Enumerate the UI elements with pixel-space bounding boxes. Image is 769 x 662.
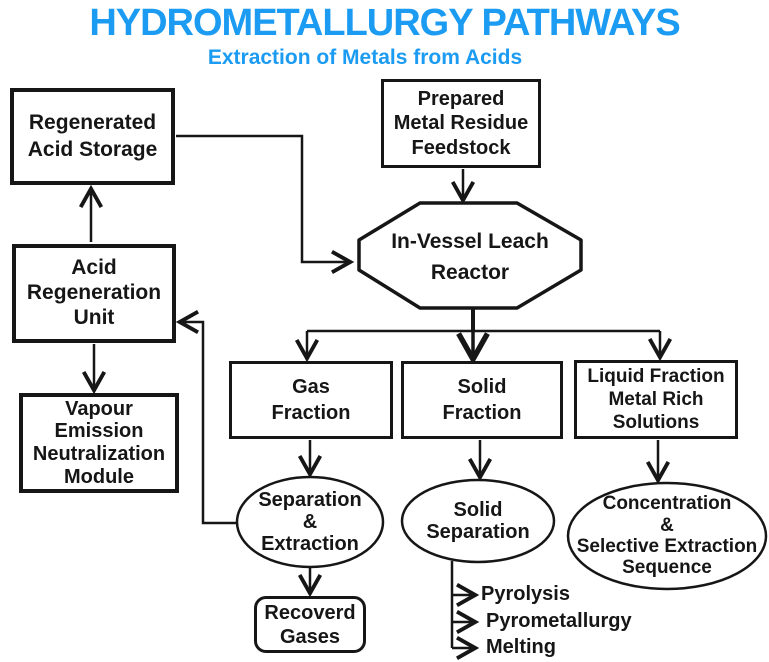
node-label: Gas Fraction — [271, 376, 351, 424]
label-melting: Melting — [486, 636, 556, 658]
node-gas-fraction: Gas Fraction — [229, 361, 393, 439]
node-label: Solid Separation — [426, 499, 530, 543]
node-solid-separation-label: Solid Separation — [406, 497, 550, 545]
node-solid-fraction: Solid Fraction — [401, 361, 563, 439]
node-label: Solid Fraction — [442, 376, 522, 424]
node-acid-regeneration-unit: Acid Regeneration Unit — [12, 244, 176, 343]
connector-separation-to-aru — [175, 309, 236, 525]
node-regenerated-acid-storage: Regenerated Acid Storage — [10, 88, 175, 185]
node-label: Recoverd Gases — [264, 601, 356, 648]
node-vapour-emission-module: Vapour Emission Neutralization Module — [19, 393, 179, 493]
leach-reactor-octagon — [357, 201, 583, 310]
node-label: Acid Regeneration Unit — [26, 256, 162, 329]
page-title: HYDROMETALLURGY PATHWAYS — [89, 2, 680, 44]
node-separation-extraction-label: Separation & Extraction — [243, 488, 377, 556]
node-label: Regenerated Acid Storage — [27, 111, 158, 161]
node-label: Liquid Fraction Metal Rich Solutions — [587, 365, 725, 434]
node-concentration-sequence-label: Concentration & Selective Extraction Seq… — [568, 492, 766, 580]
node-label: Prepared Metal Residue Feedstock — [393, 87, 529, 159]
node-label: Concentration & Selective Extraction Seq… — [576, 493, 758, 579]
page-subtitle: Extraction of Metals from Acids — [207, 46, 523, 69]
node-liquid-fraction: Liquid Fraction Metal Rich Solutions — [574, 360, 738, 439]
node-label: Vapour Emission Neutralization Module — [32, 397, 166, 488]
node-leach-reactor-label: In-Vessel Leach Reactor — [365, 222, 575, 292]
node-label: Separation & Extraction — [258, 489, 362, 555]
node-prepared-feedstock: Prepared Metal Residue Feedstock — [381, 79, 541, 168]
node-recovered-gases: Recoverd Gases — [254, 596, 366, 653]
label-pyrolysis: Pyrolysis — [481, 583, 570, 605]
node-label: In-Vessel Leach Reactor — [391, 229, 549, 285]
connector-regen-storage-to-reactor — [176, 134, 355, 275]
label-pyrometallurgy: Pyrometallurgy — [486, 610, 632, 632]
